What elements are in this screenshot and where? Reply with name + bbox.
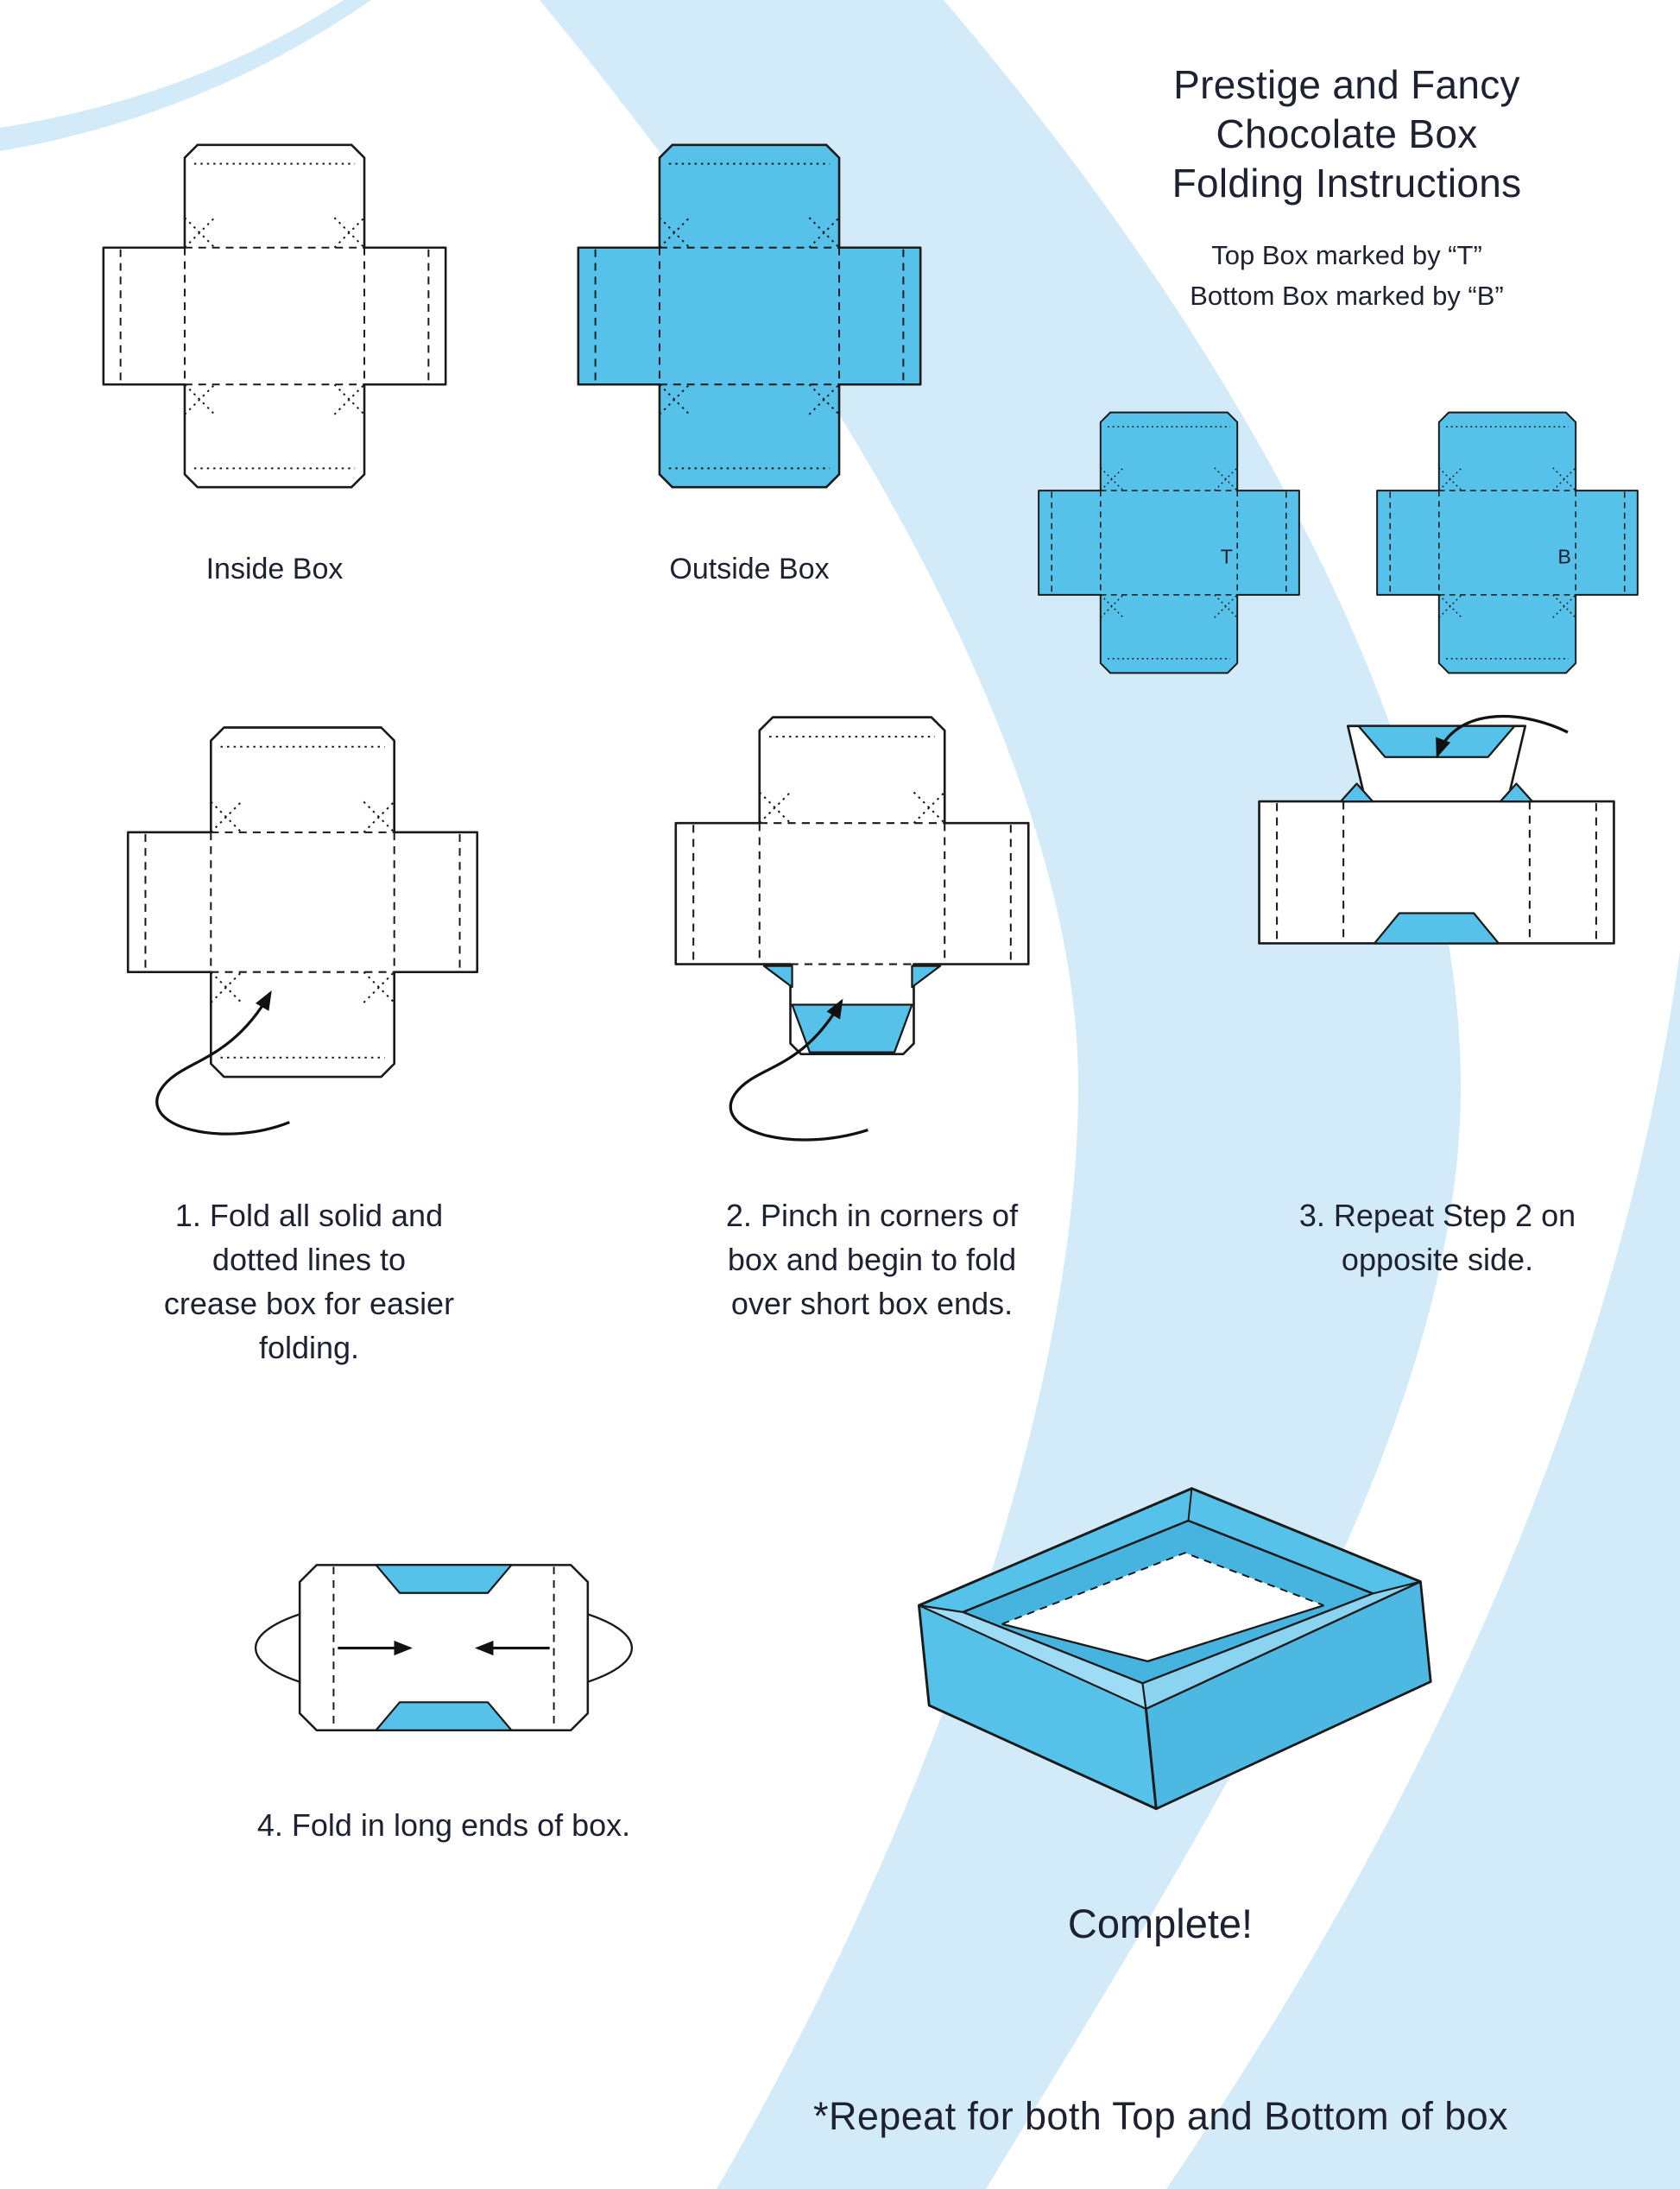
outside-box-label: Outside Box bbox=[669, 553, 830, 585]
step3-template-outline bbox=[1258, 724, 1615, 945]
step3-fold-arrow-icon bbox=[1436, 714, 1569, 758]
step3-tuck-flap-top bbox=[1357, 724, 1516, 758]
bottom-box-marker: B bbox=[1557, 546, 1571, 568]
page-title-line-2: Chocolate Box bbox=[1216, 111, 1478, 157]
step2-pinch-corner-right bbox=[911, 965, 942, 989]
caption-line: crease box for easier bbox=[163, 1286, 455, 1322]
caption-line: dotted lines to bbox=[212, 1242, 407, 1278]
step2-diagram bbox=[674, 716, 1030, 1142]
step3-pinch-corner-right bbox=[1499, 782, 1534, 803]
header: Prestige and Fancy Chocolate Box Folding… bbox=[1019, 60, 1675, 316]
step4-tuck-flap-top bbox=[375, 1564, 513, 1594]
subtitle-line-1: Top Box marked by “T” bbox=[1211, 240, 1482, 271]
outside-box-diagram bbox=[577, 143, 922, 489]
inside-box-diagram bbox=[102, 143, 447, 489]
step2-pinch-corner-left bbox=[762, 965, 793, 989]
step2-crease-lines bbox=[759, 736, 945, 824]
caption-line: over short box ends. bbox=[730, 1286, 1014, 1322]
complete-box-rim-right bbox=[1141, 1580, 1422, 1710]
complete-box-floor-crease bbox=[1001, 1552, 1324, 1625]
caption-line: box and begin to fold bbox=[727, 1242, 1017, 1278]
step1-caption: 1. Fold all solid and dotted lines to cr… bbox=[93, 1193, 525, 1370]
step2-tuck-flap bbox=[791, 1003, 913, 1053]
step2-template-outline bbox=[674, 716, 1030, 1056]
caption-line: opposite side. bbox=[1341, 1242, 1534, 1278]
step3-tuck-flap-bottom bbox=[1373, 912, 1500, 945]
page-title-line-3: Folding Instructions bbox=[1172, 161, 1522, 206]
complete-label: Complete! bbox=[1067, 1901, 1254, 1946]
caption-line: 2. Pinch in corners of bbox=[725, 1198, 1019, 1233]
step1-fold-arrow-icon bbox=[155, 990, 290, 1136]
page-title-line-1: Prestige and Fancy bbox=[1173, 62, 1520, 107]
footnote: *Repeat for both Top and Bottom of box bbox=[813, 2094, 1508, 2138]
top-box-diagram: T bbox=[1038, 411, 1300, 674]
step4-caption: 4. Fold in long ends of box. bbox=[228, 1803, 660, 1847]
bottom-box-template bbox=[1376, 411, 1639, 674]
caption-line: 4. Fold in long ends of box. bbox=[256, 1807, 631, 1843]
complete-box-back-corner-edge bbox=[1187, 1488, 1193, 1522]
step4-tuck-flap-bottom bbox=[375, 1701, 513, 1731]
step3-diagram bbox=[1258, 714, 1615, 945]
subtitle-line-2: Bottom Box marked by “B” bbox=[1190, 280, 1504, 311]
step1-template bbox=[126, 726, 479, 1079]
inside-box-label: Inside Box bbox=[205, 553, 344, 585]
step2-fold-arrow-icon bbox=[729, 998, 868, 1142]
complete-box-floor bbox=[1001, 1553, 1324, 1661]
inside-box-template bbox=[102, 143, 447, 489]
complete-box-front-corner-edge bbox=[1144, 1708, 1158, 1809]
caption-line: folding. bbox=[258, 1330, 360, 1366]
step1-diagram bbox=[126, 726, 479, 1136]
step2-caption: 2. Pinch in corners of box and begin to … bbox=[656, 1193, 1088, 1325]
step3-caption: 3. Repeat Step 2 on opposite side. bbox=[1222, 1193, 1653, 1281]
outside-box-template bbox=[577, 143, 922, 489]
complete-box-diagram bbox=[917, 1487, 1432, 1811]
top-box-marker: T bbox=[1221, 546, 1233, 568]
header-subtitle: Top Box marked by “T” Bottom Box marked … bbox=[1019, 236, 1675, 316]
bottom-box-diagram: B bbox=[1376, 411, 1639, 674]
complete-box-floor-front-edges bbox=[1001, 1604, 1324, 1663]
swoosh-top-left-sliver bbox=[0, 0, 371, 151]
step4-diagram bbox=[254, 1564, 634, 1732]
caption-line: 1. Fold all solid and bbox=[174, 1198, 444, 1233]
caption-line: 3. Repeat Step 2 on bbox=[1298, 1198, 1576, 1233]
top-box-template bbox=[1038, 411, 1300, 674]
step3-pinch-corner-left bbox=[1339, 782, 1374, 803]
swoosh-corner bbox=[1166, 951, 1680, 2189]
